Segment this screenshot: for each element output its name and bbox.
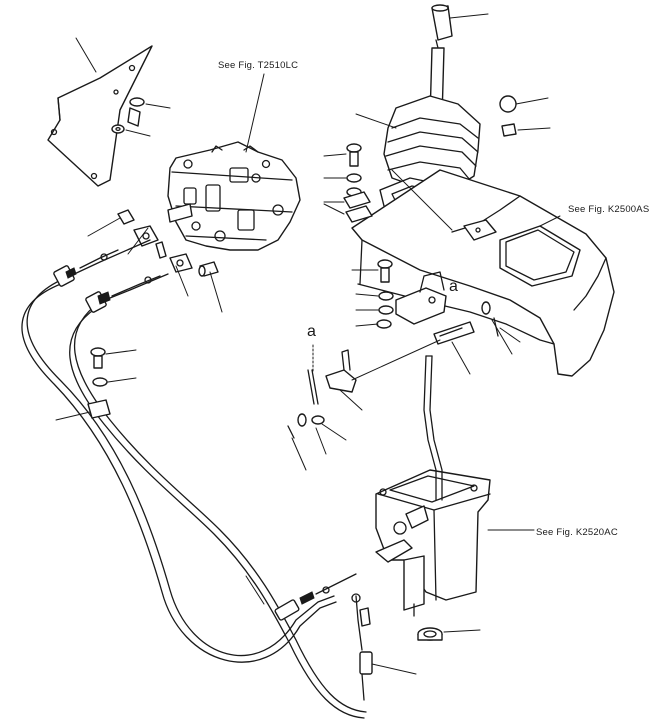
linkage-spacer [376,319,392,329]
lever-rod [423,355,443,501]
cable-fitting-right [351,593,373,701]
valve-joint-upper [133,203,193,247]
control-cable-upper [21,239,337,663]
bracket-bolt [127,97,145,127]
valve-joint-lower [155,241,193,273]
control-cable-lower [69,273,367,719]
lever-box [375,469,491,617]
linkage-plate [433,321,475,345]
mounting-bracket [47,45,153,187]
linkage-bolt [377,259,393,283]
connection-marker-lower: a [307,323,316,340]
leader-lines [55,13,561,675]
reference-label-control-valve: See Fig. T2510LC [218,60,298,71]
bracket-washer [111,124,125,134]
console-washer [346,173,362,197]
linkage-washer-lower [311,415,325,425]
clamp-bolt [90,347,106,369]
linkage-connecting-line [351,339,441,381]
clamp-washer [92,377,108,387]
linkage-rod [307,349,357,405]
reference-label-lever-box: See Fig. K2520AC [536,527,618,538]
console-bolt [346,143,362,167]
cable-fitting-bottom [274,573,357,621]
valve-pin-lower [198,261,219,277]
valve-clevis-pin-upper [117,209,135,225]
knob-nut [501,123,517,137]
console-bracket-small [343,191,373,223]
linkage-washer [378,291,394,315]
linkage-clip [287,413,307,439]
knob-cap [499,95,517,113]
control-valve [167,141,301,251]
cable-clamp [87,399,111,419]
connection-marker-upper: a [449,278,458,295]
reference-label-console: See Fig. K2500AS [568,204,649,215]
linkage-bracket [395,271,447,325]
lever-knob [431,4,453,49]
lever-box-grommet [417,627,443,641]
